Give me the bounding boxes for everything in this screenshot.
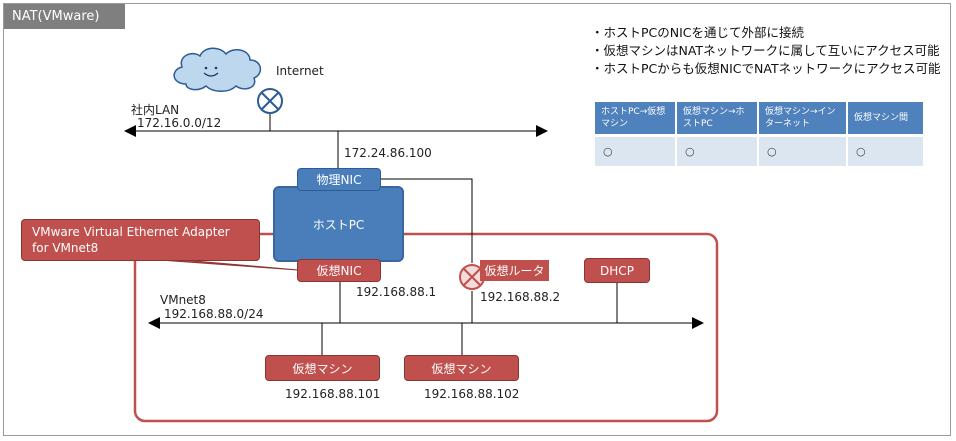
diagram-title: NAT(VMware) — [4, 4, 125, 29]
vmnet-bus-right-arrow — [692, 317, 704, 329]
note-item: ・ホストPCのNICを通じて外部に接続 — [591, 25, 805, 40]
virtual-nic-ip-label: 192.168.88.1 — [356, 285, 437, 299]
table-header-cell: 仮想マシン→ホストPC — [677, 102, 757, 134]
internet-label: Internet — [276, 64, 324, 78]
lan-bus-left-arrow — [124, 125, 136, 137]
notes-list: ・ホストPCのNICを通じて外部に接続 ・仮想マシンはNATネットワークに属して… — [591, 24, 940, 78]
router-x-icon — [459, 264, 485, 290]
router-ip-label: 192.168.88.2 — [480, 290, 561, 304]
vmnet-subnet-label: 192.168.88.0/24 — [164, 307, 264, 321]
vmnet-name-label: VMnet8 — [160, 293, 206, 307]
vm-ip-label: 192.168.88.102 — [424, 387, 520, 401]
table-row: ○ ○ ○ ○ — [595, 134, 923, 166]
table-cell: ○ — [677, 134, 757, 166]
table-cell: ○ — [595, 134, 675, 166]
table-header-cell: ホストPC→仮想マシン — [595, 102, 675, 134]
lan-bus-right-arrow — [536, 125, 548, 137]
lan-name-label: 社内LAN — [131, 103, 180, 117]
virtual-machine-box: 仮想マシン — [265, 355, 380, 381]
note-item: ・ホストPCからも仮想NICでNATネットワークにアクセス可能 — [591, 61, 941, 76]
vmnet-bus-left-arrow — [148, 317, 160, 329]
table-header-cell: 仮想マシン→インターネット — [759, 102, 846, 134]
gateway-x-icon — [257, 88, 283, 114]
router-label: 仮想ルータ — [480, 260, 549, 281]
physical-nic-box: 物理NIC — [297, 168, 381, 191]
host-pc-box: ホストPC — [273, 186, 404, 262]
nic-to-router-line — [381, 178, 473, 263]
nat-network-boundary — [133, 232, 719, 423]
callout-line: VMware Virtual Ethernet Adapter — [32, 225, 230, 239]
virtual-nic-box: 仮想NIC — [297, 259, 381, 282]
virtual-machine-box: 仮想マシン — [404, 355, 519, 381]
diagram-frame — [3, 3, 951, 436]
table-header-cell: 仮想マシン間 — [848, 102, 923, 134]
cloud-icon — [173, 47, 262, 92]
lan-subnet-label: 172.16.0.0/12 — [137, 116, 222, 130]
note-item: ・仮想マシンはNATネットワークに属して互いにアクセス可能 — [591, 43, 940, 58]
access-table: ホストPC→仮想マシン 仮想マシン→ホストPC 仮想マシン→インターネット 仮想… — [593, 102, 925, 166]
table-cell: ○ — [759, 134, 846, 166]
dhcp-box: DHCP — [584, 258, 650, 283]
table-header-row: ホストPC→仮想マシン 仮想マシン→ホストPC 仮想マシン→インターネット 仮想… — [595, 102, 923, 134]
table-cell: ○ — [848, 134, 923, 166]
physical-ip-label: 172.24.86.100 — [344, 146, 432, 160]
adapter-callout: VMware Virtual Ethernet Adapter for VMne… — [21, 219, 260, 261]
vm-ip-label: 192.168.88.101 — [285, 387, 381, 401]
callout-line: for VMnet8 — [32, 241, 99, 255]
